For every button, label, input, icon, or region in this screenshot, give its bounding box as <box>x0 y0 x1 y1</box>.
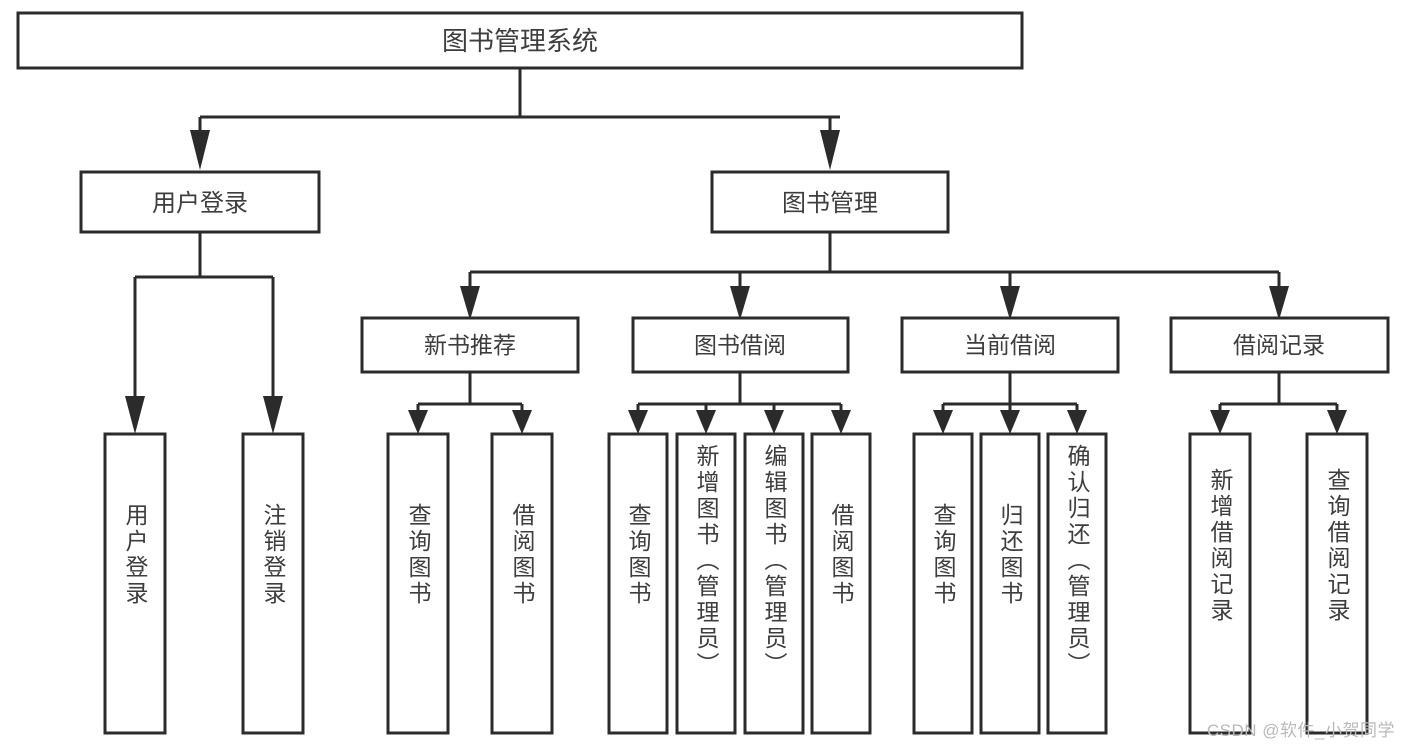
leaf-nbr-query-book-label: 查询图书 <box>405 503 432 607</box>
node-user-login-box[interactable] <box>79 170 321 234</box>
leaf-cb-confirm-return[interactable]: 确认归还（管理员） <box>1046 432 1108 735</box>
node-new-book-recommend[interactable]: 新书推荐 <box>360 316 580 374</box>
arrowhead-user-login <box>190 130 210 170</box>
leaf-user-login-label: 用户登录 <box>122 503 149 607</box>
leaf-bb-query-book[interactable]: 查询图书 <box>607 432 669 735</box>
node-root[interactable]: 图书管理系统 <box>16 11 1024 70</box>
leaf-bb-edit-book[interactable]: 编辑图书（管理员） <box>743 432 805 735</box>
arrowhead-bb-leaf-1 <box>628 410 648 434</box>
leaf-bb-edit-book-label: 编辑图书（管理员） <box>761 444 788 678</box>
leaf-bb-add-book-label: 新增图书（管理员） <box>693 444 720 678</box>
leaf-bb-borrow-book-box[interactable] <box>810 432 872 735</box>
leaf-bb-borrow-book-label: 借阅图书 <box>828 503 855 607</box>
leaf-nbr-query-book[interactable]: 查询图书 <box>386 432 450 735</box>
leaf-cb-confirm-return-box[interactable] <box>1046 432 1108 735</box>
leaf-br-add-record-label: 新增借阅记录 <box>1207 468 1234 624</box>
leaf-br-query-record[interactable]: 查询借阅记录 <box>1305 432 1369 735</box>
leaf-cb-return-book[interactable]: 归还图书 <box>979 432 1041 735</box>
leaf-logout-label: 注销登录 <box>260 503 287 607</box>
arrowhead-br-leaf-2 <box>1327 410 1347 434</box>
arrowhead-bb-leaf-4 <box>831 410 851 434</box>
leaf-bb-add-book-box[interactable] <box>675 432 737 735</box>
leaf-nbr-query-book-box[interactable] <box>386 432 450 735</box>
node-user-login[interactable]: 用户登录 <box>79 170 321 234</box>
node-book-management[interactable]: 图书管理 <box>710 170 950 234</box>
arrowhead-bb-leaf-3 <box>764 410 784 434</box>
leaf-br-add-record[interactable]: 新增借阅记录 <box>1188 432 1252 735</box>
arrowhead-br-leaf-1 <box>1210 410 1230 434</box>
leaf-user-login-box[interactable] <box>103 432 167 735</box>
arrowhead-leaf-user-login <box>125 396 145 434</box>
leaf-bb-query-book-box[interactable] <box>607 432 669 735</box>
leaf-cb-return-book-box[interactable] <box>979 432 1041 735</box>
connector-layer <box>125 68 1347 434</box>
arrowhead-cb-leaf-1 <box>933 410 953 434</box>
arrowhead-cb-leaf-2 <box>1000 410 1020 434</box>
arrowhead-borrow-record <box>1269 286 1289 320</box>
node-borrow-record[interactable]: 借阅记录 <box>1169 316 1390 374</box>
leaf-nbr-borrow-book[interactable]: 借阅图书 <box>490 432 554 735</box>
leaf-cb-return-book-label: 归还图书 <box>997 503 1024 607</box>
node-book-management-box[interactable] <box>710 170 950 234</box>
node-new-book-recommend-box[interactable] <box>360 316 580 374</box>
leaf-bb-borrow-book[interactable]: 借阅图书 <box>810 432 872 735</box>
csdn-watermark: CSDN @软件_小贺同学 <box>1206 721 1395 740</box>
leaf-nbr-borrow-book-label: 借阅图书 <box>509 503 536 607</box>
leaf-bb-add-book[interactable]: 新增图书（管理员） <box>675 432 737 735</box>
leaf-cb-confirm-return-label: 确认归还（管理员） <box>1064 444 1091 678</box>
node-book-borrow-label: 图书借阅 <box>694 332 786 358</box>
arrowhead-cb-leaf-3 <box>1067 410 1087 434</box>
node-user-login-label: 用户登录 <box>152 190 248 217</box>
leaf-bb-edit-book-box[interactable] <box>743 432 805 735</box>
node-current-borrow[interactable]: 当前借阅 <box>900 316 1120 374</box>
arrowhead-current-borrow <box>1000 286 1020 320</box>
leaf-cb-query-book-box[interactable] <box>912 432 974 735</box>
node-borrow-record-box[interactable] <box>1169 316 1390 374</box>
leaf-bb-query-book-label: 查询图书 <box>625 503 652 607</box>
leaf-br-query-record-label: 查询借阅记录 <box>1324 468 1351 624</box>
node-new-book-recommend-label: 新书推荐 <box>424 332 516 358</box>
leaf-br-add-record-box[interactable] <box>1188 432 1252 735</box>
leaf-nbr-borrow-book-box[interactable] <box>490 432 554 735</box>
arrowhead-book-manage <box>820 130 840 170</box>
node-current-borrow-label: 当前借阅 <box>964 332 1056 358</box>
node-book-management-label: 图书管理 <box>782 190 878 217</box>
node-current-borrow-box[interactable] <box>900 316 1120 374</box>
arrowhead-nbr-leaf-2 <box>512 410 532 434</box>
leaf-user-login[interactable]: 用户登录 <box>103 432 167 735</box>
arrowhead-nbr-leaf-1 <box>408 410 428 434</box>
node-root-label: 图书管理系统 <box>442 26 598 56</box>
node-book-borrow[interactable]: 图书借阅 <box>631 316 850 374</box>
arrowhead-new-book <box>460 286 480 320</box>
arrowhead-leaf-logout <box>263 396 283 434</box>
leaf-cb-query-book-label: 查询图书 <box>930 503 957 607</box>
arrowhead-book-borrow <box>730 286 750 320</box>
node-book-borrow-box[interactable] <box>631 316 850 374</box>
node-borrow-record-label: 借阅记录 <box>1233 332 1325 358</box>
leaf-cb-query-book[interactable]: 查询图书 <box>912 432 974 735</box>
leaf-logout[interactable]: 注销登录 <box>241 432 305 735</box>
node-root-box[interactable] <box>16 11 1024 70</box>
arrowhead-bb-leaf-2 <box>696 410 716 434</box>
leaf-br-query-record-box[interactable] <box>1305 432 1369 735</box>
leaf-logout-box[interactable] <box>241 432 305 735</box>
